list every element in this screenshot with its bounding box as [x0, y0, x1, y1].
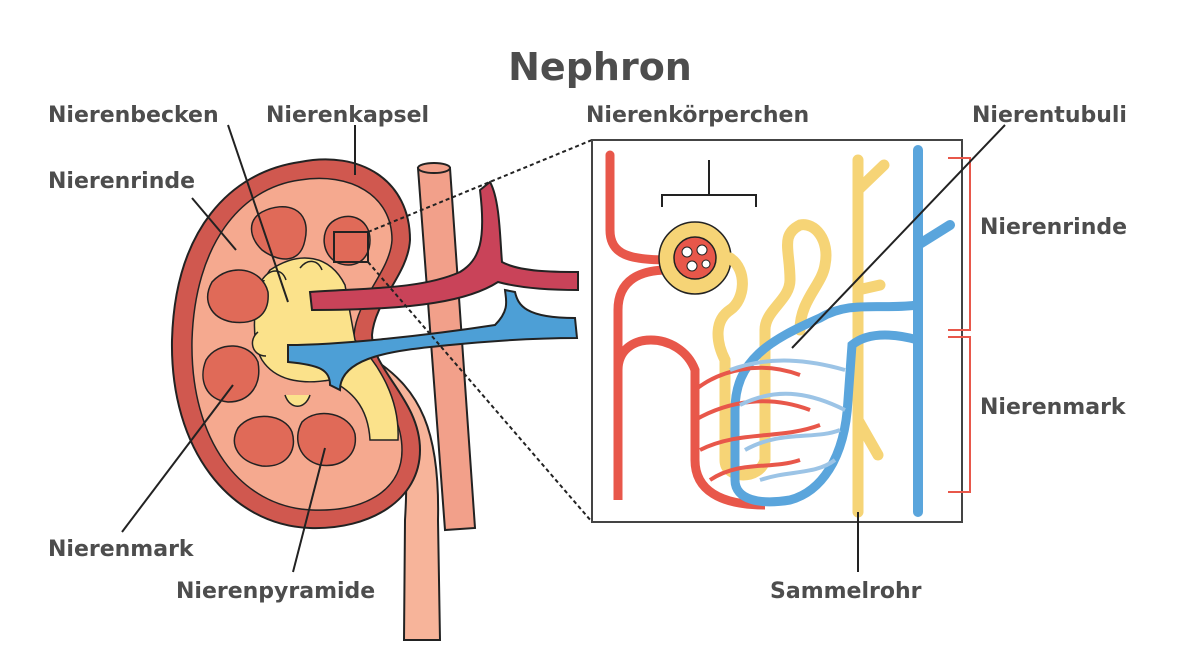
label-nierenpyramide: Nierenpyramide	[176, 579, 375, 604]
leader-nierenrinde	[191, 197, 237, 251]
leader-nierenpyramide	[292, 447, 326, 573]
corpuscle-bracket	[661, 160, 757, 207]
cortex-bracket	[948, 157, 971, 331]
label-nierenmark: Nierenmark	[48, 537, 195, 562]
leader-nierenmark	[121, 384, 234, 533]
vasa-recta-red	[613, 335, 766, 510]
kidney	[170, 158, 579, 641]
vena-cava-top	[417, 162, 451, 174]
zoom-source-box	[333, 231, 369, 263]
label-nierenkoerperchen: Nierenkörperchen	[586, 103, 809, 128]
zoom-line-bottom	[367, 261, 593, 523]
diagram-title: Nephron	[508, 45, 692, 89]
afferent-arteriole	[605, 150, 673, 265]
detail-box	[591, 139, 963, 523]
pyramid-5	[297, 412, 357, 467]
pyramid-1	[250, 205, 307, 260]
renal-vein	[287, 288, 579, 392]
medulla-bracket	[948, 336, 971, 493]
calyx-4	[299, 260, 323, 271]
nephron-detail	[591, 139, 963, 523]
glomerulus-pore-1	[681, 246, 693, 258]
efferent-arteriole	[613, 265, 669, 500]
renal-artery	[308, 180, 579, 312]
label-sammelrohr: Sammelrohr	[770, 579, 922, 604]
pyramid-2	[207, 269, 269, 324]
renal-tubule	[712, 219, 832, 481]
glomerulus-pore-3	[686, 260, 698, 272]
label-nierenmark-right: Nierenmark	[980, 395, 1127, 420]
label-nierenbecken: Nierenbecken	[48, 103, 219, 128]
glomerulus-pore-4	[701, 259, 711, 269]
vein-loop	[730, 300, 920, 507]
label-nierenkapsel: Nierenkapsel	[266, 103, 429, 128]
leader-nierenbecken	[227, 124, 289, 303]
calyx-2	[251, 331, 267, 357]
glomerulus	[673, 236, 717, 280]
glomerulus-pore-2	[696, 244, 708, 256]
pyramid-3	[202, 345, 260, 403]
label-nierenrinde-right: Nierenrinde	[980, 215, 1127, 240]
capillary-blue-mesh	[729, 358, 846, 482]
vein-main	[913, 145, 955, 517]
zoom-line-top	[367, 139, 593, 233]
calyx-3	[284, 394, 311, 407]
leader-nierentubuli	[791, 124, 1006, 349]
pyramid-4	[233, 415, 295, 467]
label-nierenrinde: Nierenrinde	[48, 169, 195, 194]
pyramid-6	[323, 215, 371, 266]
label-nierentubuli: Nierentubuli	[972, 103, 1127, 128]
